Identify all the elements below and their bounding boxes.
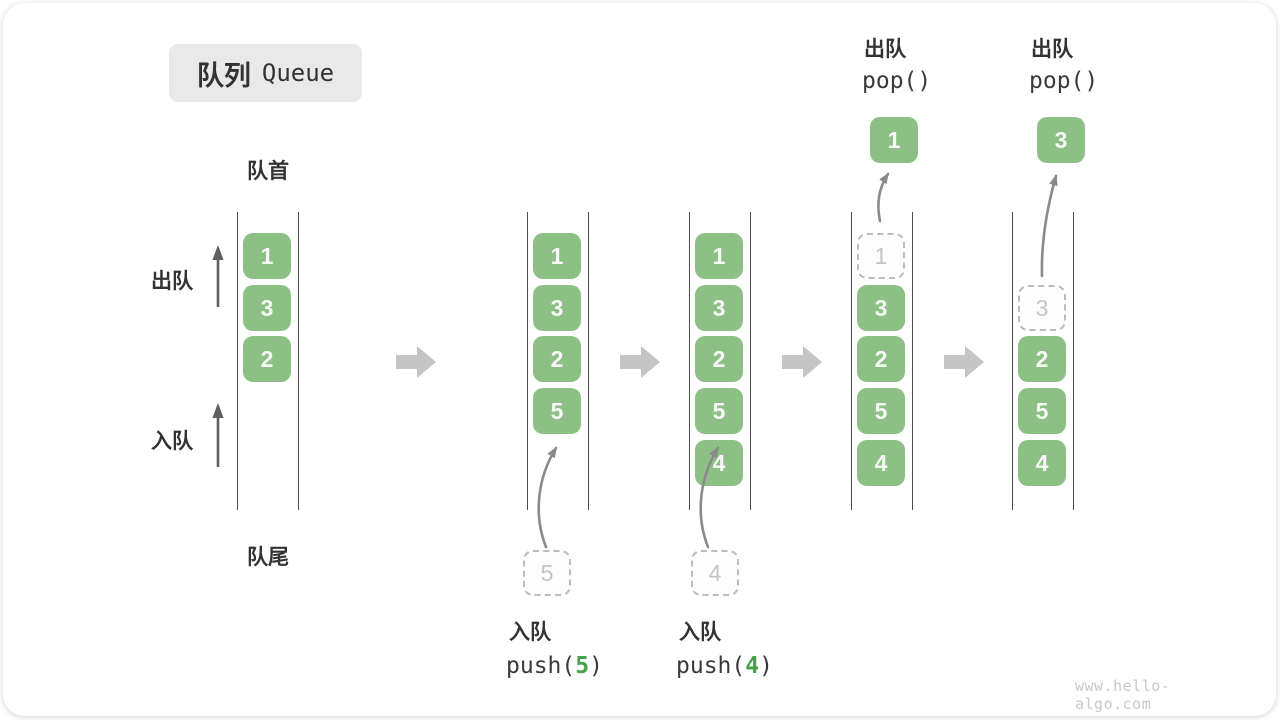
queue-cell: 2 bbox=[533, 336, 581, 382]
queue-cell: 1 bbox=[695, 233, 743, 279]
queue-column-2: 1 3 2 5 bbox=[527, 212, 589, 510]
queue-front-label: 队首 bbox=[247, 160, 289, 183]
step-arrow-icon bbox=[620, 346, 660, 378]
queue-cell: 3 bbox=[533, 285, 581, 331]
enqueue-op-label: 入队 bbox=[509, 621, 551, 644]
dequeue-flow-arrow bbox=[877, 172, 890, 223]
title-zh: 队列 bbox=[196, 60, 251, 91]
queue-cell: 4 bbox=[1018, 440, 1066, 486]
queue-cell: 3 bbox=[695, 285, 743, 331]
code-text: push( bbox=[676, 653, 746, 679]
code-text: push( bbox=[506, 653, 576, 679]
queue-cell: 1 bbox=[243, 233, 291, 279]
queue-column-5: 3 2 5 4 bbox=[1012, 212, 1074, 510]
queue-column-3: 1 3 2 5 4 bbox=[689, 212, 751, 510]
enqueue-side-label: 入队 bbox=[151, 430, 193, 453]
step-arrow-icon bbox=[782, 346, 822, 378]
queue-cell: 2 bbox=[1018, 336, 1066, 382]
ghost-cell: 3 bbox=[1018, 285, 1066, 331]
dequeue-op-label: 出队 bbox=[864, 38, 906, 61]
queue-cell: 5 bbox=[857, 388, 905, 434]
dequeue-op-label: 出队 bbox=[1031, 38, 1073, 61]
queue-cell: 4 bbox=[857, 440, 905, 486]
queue-column-1: 1 3 2 bbox=[237, 212, 299, 510]
code-arg: 5 bbox=[575, 653, 590, 679]
enqueue-op-code: push(4) bbox=[676, 653, 773, 679]
code-text: ) bbox=[759, 653, 773, 679]
code-text: ) bbox=[589, 653, 603, 679]
queue-cell: 2 bbox=[857, 336, 905, 382]
dequeue-op-code: pop() bbox=[862, 68, 932, 94]
queue-cell: 3 bbox=[243, 285, 291, 331]
queue-cell: 5 bbox=[1018, 388, 1066, 434]
title-badge: 队列 Queue bbox=[169, 44, 362, 102]
queue-cell: 1 bbox=[533, 233, 581, 279]
code-arg: 4 bbox=[745, 653, 760, 679]
dequeue-up-arrow-icon bbox=[212, 245, 224, 307]
enqueue-up-arrow-icon bbox=[212, 403, 224, 467]
queue-cell: 5 bbox=[695, 388, 743, 434]
enqueue-op-code: push(5) bbox=[506, 653, 603, 679]
incoming-value-cell: 5 bbox=[523, 550, 571, 596]
popped-value-cell: 3 bbox=[1037, 117, 1085, 163]
ghost-cell: 1 bbox=[857, 233, 905, 279]
enqueue-op-label: 入队 bbox=[679, 621, 721, 644]
popped-value-cell: 1 bbox=[870, 117, 918, 163]
incoming-value-cell: 4 bbox=[691, 550, 739, 596]
queue-cell: 3 bbox=[857, 285, 905, 331]
queue-cell: 5 bbox=[533, 388, 581, 434]
queue-rear-label: 队尾 bbox=[247, 546, 289, 569]
enqueue-flow-arrow bbox=[699, 446, 720, 549]
enqueue-flow-arrow bbox=[537, 446, 558, 549]
queue-cell: 2 bbox=[243, 336, 291, 382]
step-arrow-icon bbox=[396, 346, 436, 378]
queue-column-4: 1 3 2 5 4 bbox=[851, 212, 913, 510]
title-en: Queue bbox=[261, 59, 335, 87]
dequeue-flow-arrow bbox=[1040, 174, 1058, 278]
dequeue-op-code: pop() bbox=[1029, 68, 1099, 94]
dequeue-side-label: 出队 bbox=[151, 270, 193, 293]
step-arrow-icon bbox=[944, 346, 984, 378]
watermark: www.hello-algo.com bbox=[1075, 677, 1171, 713]
queue-cell: 2 bbox=[695, 336, 743, 382]
